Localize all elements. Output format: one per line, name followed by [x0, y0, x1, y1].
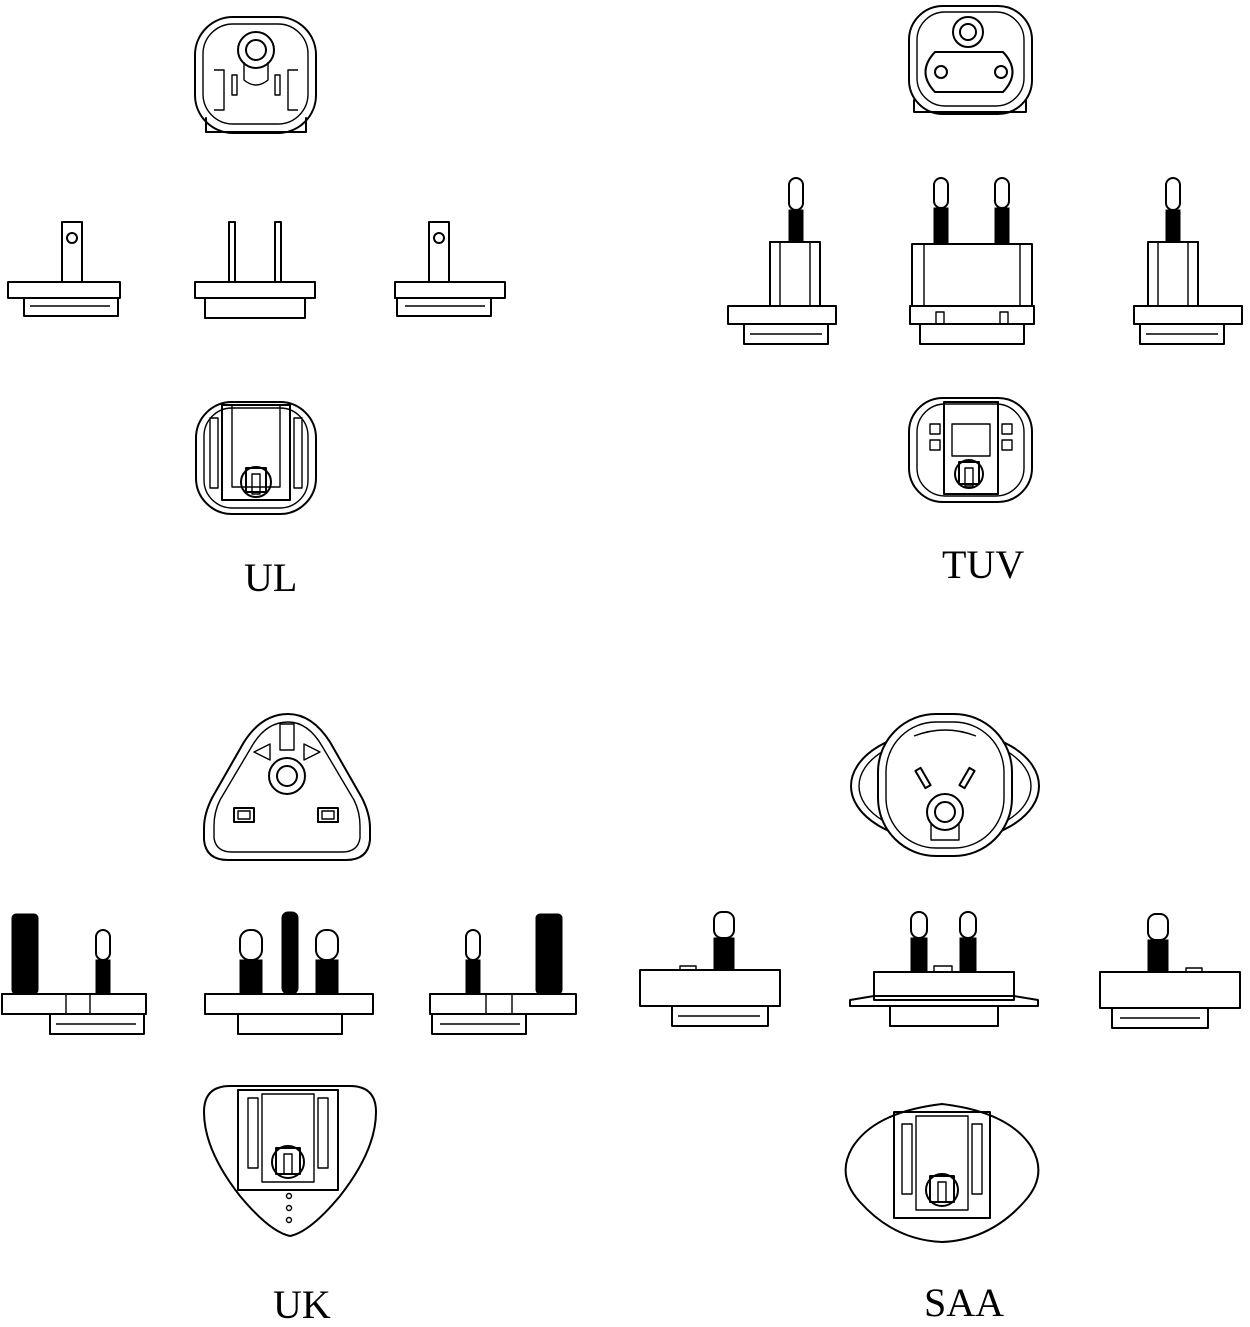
tuv-plug-side-view-left	[727, 177, 837, 345]
ul-plug-side-view-left	[7, 221, 121, 317]
saa-plug-back-view	[844, 1103, 1040, 1243]
saa-plug-side-view-right	[1099, 913, 1241, 1029]
saa-plug-side-view-center	[849, 911, 1039, 1027]
ul-plug-group	[7, 16, 506, 515]
uk-plug-back-view	[203, 1085, 377, 1237]
uk-plug-group	[1, 713, 577, 1237]
uk-plug-side-view-right	[429, 913, 577, 1035]
ul-label: UL	[244, 555, 298, 600]
saa-label: SAA	[924, 1280, 1005, 1325]
tuv-label: TUV	[942, 542, 1025, 587]
ul-plug-back-view	[195, 401, 317, 515]
uk-label: UK	[273, 1282, 331, 1327]
tuv-plug-side-view-center	[909, 177, 1035, 345]
ul-plug-front-view	[194, 16, 317, 134]
saa-plug-front-view	[850, 713, 1040, 857]
uk-plug-side-view-left	[1, 913, 147, 1035]
saa-plug-side-view-left	[639, 911, 781, 1027]
uk-plug-front-view	[203, 713, 371, 861]
tuv-plug-group	[727, 5, 1243, 503]
tuv-plug-back-view	[908, 397, 1033, 503]
ul-plug-side-view-right	[394, 221, 506, 317]
uk-plug-side-view-center	[204, 911, 374, 1035]
ul-plug-side-view-center	[194, 221, 316, 319]
tuv-plug-front-view	[908, 5, 1033, 115]
tuv-plug-side-view-right	[1133, 177, 1243, 345]
saa-plug-group	[639, 713, 1241, 1243]
